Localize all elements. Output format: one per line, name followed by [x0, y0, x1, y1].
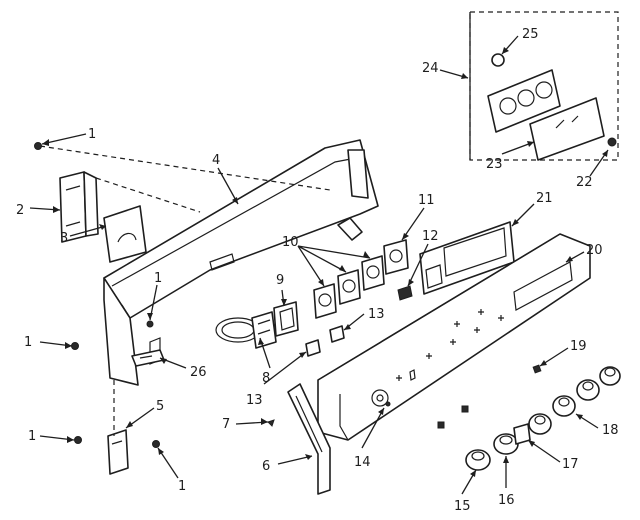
- screw-1e: [152, 440, 160, 448]
- label-13a: 13: [368, 307, 385, 322]
- clip-a: [461, 405, 469, 413]
- screw-1c: [71, 342, 79, 350]
- label-23: 23: [486, 157, 503, 172]
- lower-bracket: [107, 380, 129, 475]
- label-18: 18: [602, 423, 619, 438]
- label-22: 22: [576, 175, 593, 190]
- clock-timer-inset: [469, 11, 619, 161]
- label-19: 19: [570, 339, 587, 354]
- label-1b: 1: [154, 271, 162, 286]
- label-7: 7: [222, 417, 230, 432]
- leader-lines: [29, 35, 609, 495]
- label-17: 17: [562, 457, 579, 472]
- trim-strip: [287, 383, 331, 495]
- label-1e: 1: [178, 479, 186, 494]
- label-13b: 13: [246, 393, 263, 408]
- infinite-switch-1: [313, 283, 337, 319]
- label-1c: 1: [24, 335, 32, 350]
- label-1d: 1: [28, 429, 36, 444]
- small-bracket: [131, 349, 165, 367]
- label-8: 8: [262, 371, 270, 386]
- knob-18a: [528, 413, 552, 435]
- label-10: 10: [282, 235, 299, 250]
- label-14: 14: [354, 455, 371, 470]
- knob-18b: [552, 395, 576, 417]
- label-5: 5: [156, 399, 164, 414]
- label-12: 12: [422, 229, 439, 244]
- knob-15: [465, 449, 491, 471]
- infinite-switch-2: [337, 269, 361, 305]
- label-21: 21: [536, 191, 553, 206]
- small-switch: [397, 285, 413, 301]
- wiring-harness: [215, 311, 277, 349]
- label-11: 11: [418, 193, 435, 208]
- clip-19: [532, 364, 542, 374]
- screw-1d: [74, 436, 82, 444]
- indicator-light-b: [305, 339, 321, 357]
- label-3: 3: [60, 231, 68, 246]
- label-20: 20: [586, 243, 603, 258]
- label-4: 4: [212, 153, 220, 168]
- label-16: 16: [498, 493, 515, 508]
- screw-7: [267, 419, 275, 427]
- label-24: 24: [422, 61, 439, 76]
- screw-1b: [146, 320, 154, 328]
- switch-block: [273, 301, 299, 337]
- mounting-plate: [103, 205, 147, 263]
- rear-backguard-shell: [103, 139, 379, 386]
- indicator-light-a: [329, 325, 345, 343]
- part-number-labels: 1 2 3 4 1 1 26 5 1 1 8 9 10 11 12 13 13 …: [16, 27, 619, 514]
- screw-1a: [34, 142, 42, 150]
- label-25: 25: [522, 27, 539, 42]
- infinite-switch-3: [361, 255, 385, 291]
- label-15: 15: [454, 499, 471, 514]
- knob-18d: [599, 366, 621, 386]
- label-1a: 1: [88, 127, 96, 142]
- clip-b: [437, 421, 445, 429]
- left-side-bracket: [39, 145, 331, 243]
- label-9: 9: [276, 273, 284, 288]
- switch-11: [383, 239, 409, 275]
- label-2: 2: [16, 203, 24, 218]
- label-6: 6: [262, 459, 270, 474]
- knob-17: [513, 423, 531, 445]
- knob-18c: [576, 379, 600, 401]
- label-26: 26: [190, 365, 207, 380]
